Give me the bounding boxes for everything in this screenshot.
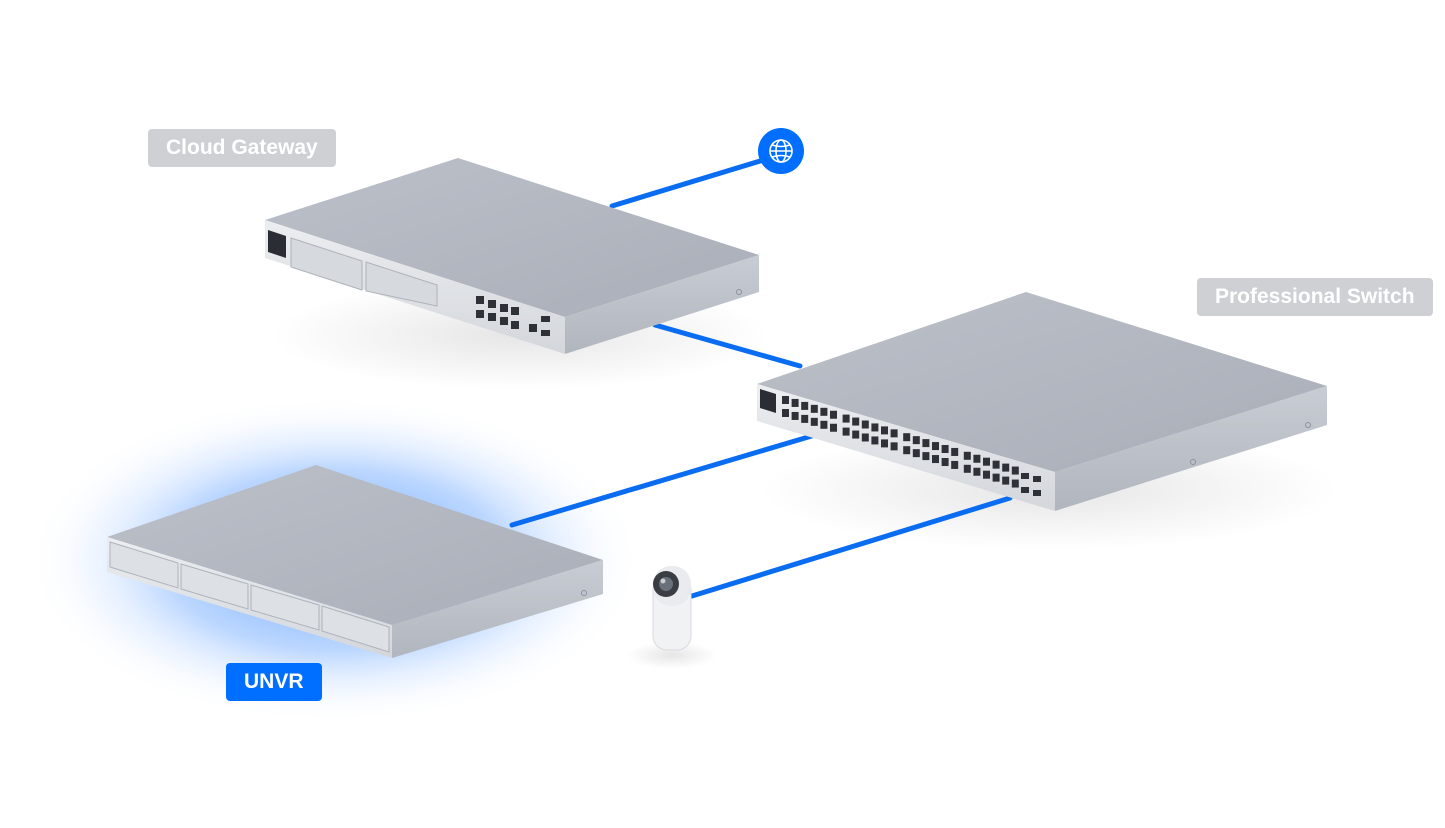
switch-port bbox=[890, 442, 898, 451]
switch-port bbox=[1002, 476, 1010, 485]
link-camera-switch bbox=[689, 495, 1013, 599]
switch-port bbox=[801, 401, 809, 410]
professional-switch-device[interactable] bbox=[757, 292, 1327, 511]
switch-port bbox=[852, 417, 860, 426]
switch-port bbox=[820, 420, 828, 429]
switch-ports bbox=[782, 396, 1019, 488]
switch-port bbox=[791, 398, 799, 407]
switch-port bbox=[963, 451, 971, 460]
switch-port bbox=[881, 426, 888, 435]
switch-port bbox=[881, 439, 888, 448]
switch-port bbox=[842, 414, 850, 423]
switch-port bbox=[903, 433, 911, 442]
unvr-label: UNVR bbox=[226, 663, 322, 701]
switch-port bbox=[903, 446, 911, 455]
switch-port bbox=[890, 429, 898, 438]
switch-port bbox=[963, 464, 971, 473]
switch-port bbox=[852, 430, 860, 439]
switch-port bbox=[861, 433, 869, 442]
globe-icon[interactable] bbox=[758, 128, 804, 174]
switch-port bbox=[912, 449, 920, 458]
switch-port bbox=[973, 467, 981, 476]
switch-port bbox=[951, 447, 959, 456]
switch-port bbox=[941, 445, 949, 453]
switch-port bbox=[1011, 479, 1019, 488]
switch-port bbox=[992, 473, 1000, 482]
switch-port bbox=[951, 460, 959, 469]
switch-port bbox=[983, 457, 990, 466]
cloud-gateway-device[interactable] bbox=[265, 158, 759, 354]
switch-port bbox=[830, 423, 837, 432]
switch-port bbox=[932, 442, 939, 451]
camera-icon[interactable] bbox=[652, 566, 692, 651]
link-gateway-switch bbox=[652, 322, 803, 369]
switch-port bbox=[912, 436, 920, 445]
switch-port bbox=[871, 423, 879, 432]
switch-port bbox=[983, 470, 990, 479]
switch-port bbox=[1002, 463, 1010, 472]
switch-port bbox=[810, 404, 818, 413]
professional-switch-label: Professional Switch bbox=[1197, 278, 1433, 316]
switch-port bbox=[791, 411, 799, 420]
switch-port bbox=[1011, 466, 1019, 475]
switch-port bbox=[842, 427, 850, 436]
switch-port bbox=[782, 409, 789, 417]
switch-port bbox=[932, 455, 939, 464]
switch-port bbox=[922, 452, 930, 461]
unvr-device[interactable] bbox=[107, 465, 603, 658]
connection-lines bbox=[509, 155, 1013, 599]
switch-port bbox=[861, 420, 869, 429]
switch-port bbox=[871, 436, 879, 445]
switch-port bbox=[801, 414, 809, 423]
link-internet-gateway bbox=[609, 155, 773, 209]
link-unvr-switch bbox=[509, 432, 818, 528]
cloud-gateway-label: Cloud Gateway bbox=[148, 129, 336, 167]
switch-port bbox=[810, 417, 818, 426]
camera-shadow bbox=[627, 641, 717, 669]
switch-port bbox=[941, 458, 949, 466]
switch-port bbox=[992, 460, 1000, 469]
switch-port bbox=[820, 407, 828, 416]
switch-port bbox=[830, 410, 837, 419]
switch-port bbox=[973, 454, 981, 463]
switch-port bbox=[922, 439, 930, 448]
switch-port bbox=[782, 396, 789, 404]
